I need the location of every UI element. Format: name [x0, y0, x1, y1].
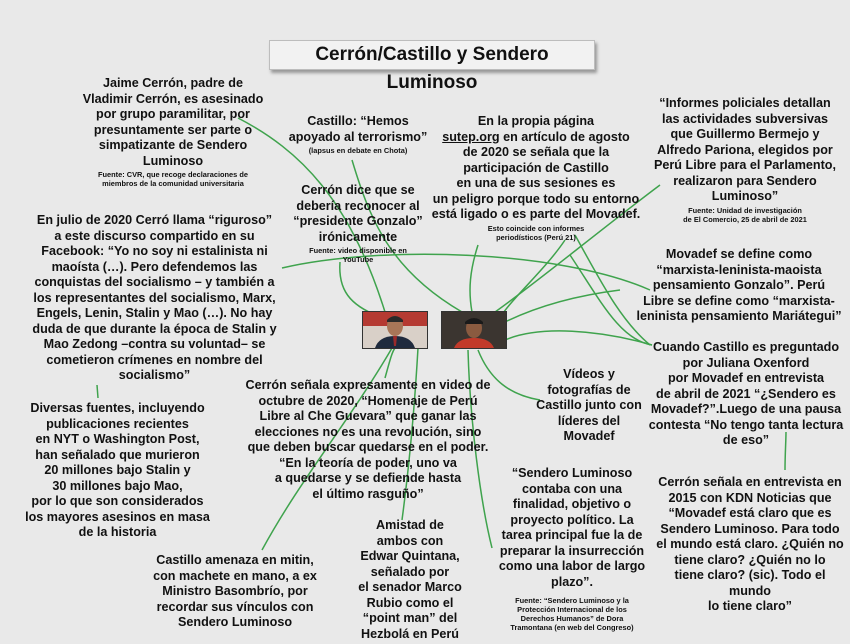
connector-che — [384, 347, 396, 379]
node-jaime-cerron-text: Jaime Cerrón, padre de Vladimir Cerrón, … — [82, 76, 264, 168]
node-sutep-text: en artículo de agosto de 2020 se señala … — [431, 129, 641, 222]
node-jaime-cerron: Jaime Cerrón, padre de Vladimir Cerrón, … — [58, 76, 288, 188]
node-machete-text: Castillo amenaza en mitin, con machete e… — [153, 553, 317, 629]
cerron-photo — [362, 311, 428, 349]
connector-diversas — [96, 384, 99, 399]
node-informes-source: Fuente: Unidad de investigación de El Co… — [683, 205, 807, 224]
node-informes: “Informes policiales detallan las activi… — [650, 96, 840, 224]
node-gonzalo: Cerrón dice que se debería reconocer al … — [285, 183, 431, 264]
node-sl-finalidad-source: Fuente: “Sendero Luminoso y la Protecció… — [510, 596, 634, 632]
diagram-title: Cerrón/Castillo y Sendero Luminoso — [269, 40, 595, 93]
node-diversas: Diversas fuentes, incluyendo publicacion… — [10, 401, 225, 541]
node-machete: Castillo amenaza en mitin, con machete e… — [140, 553, 330, 631]
node-kdn-text: Cerrón señala en entrevista en 2015 con … — [656, 475, 844, 613]
node-sutep-source: Esto coincide con informes periodísticos… — [487, 223, 585, 242]
connector-sutep — [469, 244, 479, 313]
node-amistad-text: Amistad de ambos con Edwar Quintana, señ… — [358, 518, 462, 641]
node-gonzalo-source: Fuente: video disponible en YouTube — [309, 246, 407, 264]
node-movadef-def-text: Movadef se define como “marxista-leninis… — [636, 247, 842, 323]
node-riguroso: En julio de 2020 Cerró llama “riguroso” … — [22, 213, 287, 384]
connector-sutep-oxenford-2 — [499, 239, 566, 319]
node-amistad: Amistad de ambos con Edwar Quintana, señ… — [352, 518, 468, 642]
node-castillo-hemos: Castillo: “Hemos apoyado al terrorismo” … — [283, 114, 433, 155]
connector-gonzalo — [339, 261, 379, 317]
sutep-link[interactable]: sutep.org — [442, 129, 500, 144]
node-oxenford-text: Cuando Castillo es preguntado por Julian… — [648, 340, 844, 447]
node-diversas-text: Diversas fuentes, incluyendo publicacion… — [25, 401, 210, 539]
node-movadef-def: Movadef se define como “marxista-leninis… — [630, 247, 848, 325]
node-sutep: En la propia página sutep.org en artícul… — [430, 114, 642, 242]
node-sutep-intro: En la propia página — [477, 114, 595, 128]
node-castillo-hemos-text: Castillo: “Hemos apoyado al terrorismo” — [288, 114, 428, 144]
node-gonzalo-text: Cerrón dice que se debería reconocer al … — [293, 183, 423, 244]
node-jaime-cerron-source: Fuente: CVR, que recoge declaraciones de… — [98, 170, 248, 188]
node-riguroso-text: En julio de 2020 Cerró llama “riguroso” … — [32, 213, 277, 382]
node-castillo-hemos-source: (lapsus en debate en Chota) — [308, 146, 408, 155]
node-kdn: Cerrón señala en entrevista en 2015 con … — [652, 475, 848, 615]
node-videos-text: Vídeos y fotografías de Castillo junto c… — [536, 367, 642, 443]
node-che-text: Cerrón señala expresamente en video de o… — [245, 378, 491, 501]
connector-movadef — [504, 289, 621, 323]
node-videos: Vídeos y fotografías de Castillo junto c… — [530, 367, 648, 445]
castillo-photo — [441, 311, 507, 349]
node-oxenford: Cuando Castillo es preguntado por Julian… — [646, 340, 846, 449]
connector-oxenford — [504, 330, 653, 346]
node-sl-finalidad: “Sendero Luminoso contaba con una finali… — [490, 466, 654, 632]
node-che: Cerrón señala expresamente en video de o… — [238, 378, 498, 502]
node-informes-text: “Informes policiales detallan las activi… — [654, 96, 836, 203]
node-sl-finalidad-text: “Sendero Luminoso contaba con una finali… — [498, 466, 646, 589]
